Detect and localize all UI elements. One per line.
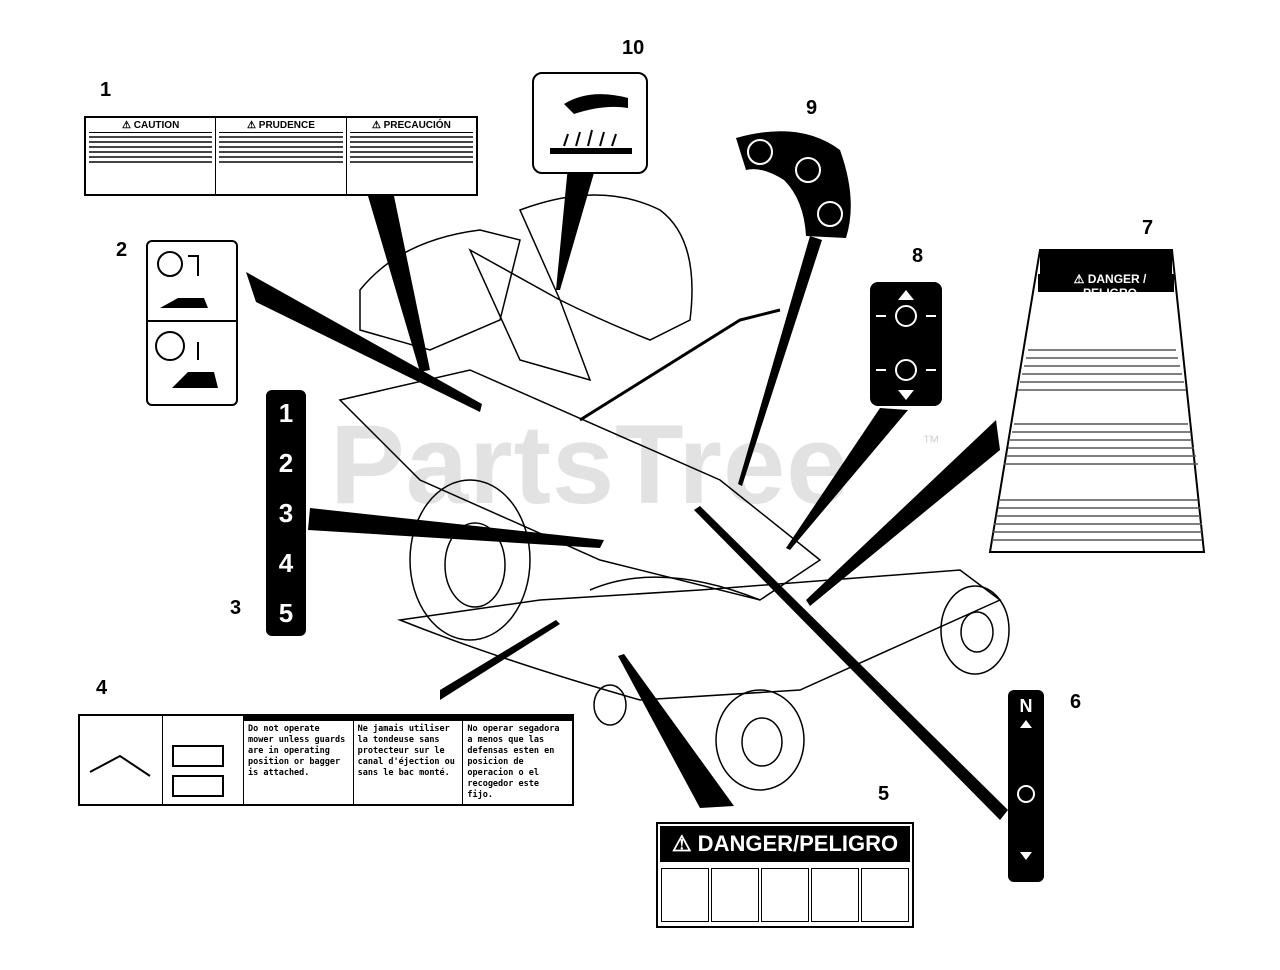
decal-9-icon-1 <box>747 139 773 165</box>
decal-4-pictogram-1 <box>80 716 163 804</box>
decal-1-caution: ⚠ CAUTION ⚠ PRUDENCE ⚠ PRECAUCIÓN <box>84 116 478 196</box>
decal-1-header-precaucion: ⚠ PRECAUCIÓN <box>349 120 473 133</box>
steering-lever-outline <box>579 308 781 422</box>
leader-8 <box>786 408 908 550</box>
speed-1: 1 <box>278 398 294 428</box>
callout-8: 8 <box>912 245 924 267</box>
decal-4-guard-warning: Do not operate mower unless guards are i… <box>78 714 574 806</box>
front-wheel-right-outline <box>940 585 1010 675</box>
callout-9: 9 <box>806 97 818 119</box>
seat-outline <box>518 194 693 341</box>
decal-4-text-fr: Ne jamais utiliser la tondeuse sans prot… <box>354 721 464 804</box>
decal-1-col-es: ⚠ PRECAUCIÓN <box>347 118 476 194</box>
neutral-letter: N <box>1019 696 1033 716</box>
front-wheel-left-hub <box>741 717 783 767</box>
manual-icon <box>661 868 709 922</box>
parking-brake-icon-2 <box>895 359 917 381</box>
leader-9 <box>738 236 822 486</box>
mower-rider-icon <box>160 298 208 308</box>
decal-5-title: ⚠ DANGER/PELIGRO <box>660 826 910 862</box>
callout-3: 3 <box>230 597 242 619</box>
callout-5: 5 <box>878 783 890 805</box>
speed-3: 3 <box>278 498 294 528</box>
callout-4: 4 <box>96 677 108 699</box>
decal-6-control-strip: N <box>1008 690 1044 882</box>
parking-brake-icon <box>895 305 917 327</box>
speed-5: 5 <box>278 598 294 628</box>
arrow-up-icon <box>1020 720 1032 728</box>
speed-4: 4 <box>278 548 294 578</box>
hot-surface-bar <box>550 148 632 154</box>
decal-9-icon-3 <box>817 201 843 227</box>
callout-6: 6 <box>1070 691 1082 713</box>
speed-2: 2 <box>278 448 294 478</box>
decal-1-col-fr: ⚠ PRUDENCE <box>216 118 347 194</box>
leader-4 <box>440 620 560 700</box>
callout-10: 10 <box>622 37 645 59</box>
remove-key-icon <box>811 868 859 922</box>
rear-wheel-outline <box>409 479 531 641</box>
thrown-objects-icon <box>711 868 759 922</box>
engine-housing-outline <box>359 229 521 351</box>
bagger-icon-2 <box>155 331 185 361</box>
decal-3-speed-strip: 1 2 3 4 5 <box>266 390 306 636</box>
decal-4-pictogram-2 <box>163 716 244 804</box>
decal-9-strip <box>736 131 851 238</box>
bagger-icon <box>157 251 183 277</box>
decal-4-text-es: No operar segadora a menos que las defen… <box>467 724 560 800</box>
front-wheel-right-hub <box>960 611 994 653</box>
decal-2-bagger <box>146 240 238 406</box>
callout-7: 7 <box>1142 217 1154 239</box>
leader-1 <box>368 196 430 372</box>
hand-heat-icon <box>564 94 628 114</box>
leader-5 <box>618 654 734 808</box>
leader-7 <box>806 420 1000 606</box>
leader-6 <box>694 506 1008 820</box>
arrow-down-icon <box>1020 852 1032 860</box>
callout-2: 2 <box>116 239 128 261</box>
leader-2 <box>246 272 482 412</box>
leader-10 <box>556 166 596 290</box>
decal-7-title: ⚠ DANGER / PELIGRO <box>1073 272 1147 300</box>
decal-7-title-bar <box>1038 274 1174 292</box>
decal-4-text-en: Do not operate mower unless guards are i… <box>244 721 354 804</box>
decal-10-hot-surface <box>532 72 648 174</box>
seat-base-outline <box>468 248 592 382</box>
heat-waves-icon <box>563 129 617 147</box>
rear-wheel-hub-outline <box>444 522 506 608</box>
keep-distance-icon <box>761 868 809 922</box>
decal-1-col-en: ⚠ CAUTION <box>86 118 217 194</box>
debris-icon <box>89 754 151 777</box>
leader-3 <box>308 508 604 548</box>
front-wheel-left-outline <box>715 689 805 791</box>
arrow-up-icon <box>898 290 914 300</box>
mower-rider-icon-2 <box>172 372 218 388</box>
arrow-down-icon <box>188 255 199 276</box>
decal-5-danger: ⚠ DANGER/PELIGRO <box>656 822 914 928</box>
callout-1: 1 <box>100 79 112 101</box>
gauge-wheel-outline <box>593 684 627 726</box>
frame-outline <box>338 369 822 601</box>
decal-8-parking-brake <box>870 282 942 406</box>
decal-1-header-caution: ⚠ CAUTION <box>89 120 213 133</box>
decal-9-icon-2 <box>795 157 821 183</box>
decal-1-header-prudence: ⚠ PRUDENCE <box>219 120 343 133</box>
deck-curve-outline <box>589 576 761 601</box>
watermark-trademark: ™ <box>922 432 940 452</box>
engine-icon <box>1017 785 1035 803</box>
arrow-down-icon <box>898 390 914 400</box>
guard-icon <box>172 745 224 797</box>
no-children-icon <box>861 868 909 922</box>
decal-7-icon-bar <box>1040 250 1172 274</box>
